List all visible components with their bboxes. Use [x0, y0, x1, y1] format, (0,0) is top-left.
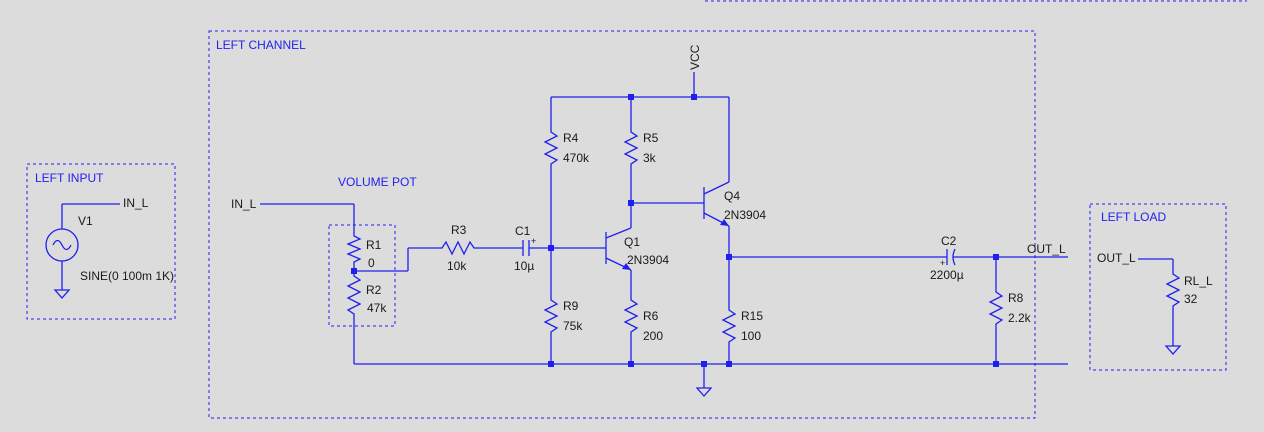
r8-name: R8: [1008, 291, 1024, 305]
rl-value: 32: [1184, 292, 1198, 306]
r1-value: 0: [368, 256, 375, 270]
c1-name: C1: [515, 224, 531, 238]
left-channel-label: LEFT CHANNEL: [216, 38, 306, 52]
svg-text:+: +: [940, 258, 945, 268]
left-channel-box: [208, 30, 1036, 419]
net-label-in-l-channel: IN_L: [231, 197, 257, 211]
ground-icon: [695, 387, 713, 397]
r4-name: R4: [563, 131, 579, 145]
left-load-box: [1089, 203, 1227, 371]
r5-name: R5: [643, 131, 659, 145]
r15-name: R15: [741, 309, 763, 323]
left-load-label: LEFT LOAD: [1101, 210, 1166, 224]
v1-value: SINE(0 100m 1K): [80, 269, 174, 283]
r3-value: 10k: [447, 259, 467, 273]
ground-icon: [1164, 345, 1182, 355]
volume-pot-box: [328, 224, 396, 327]
q4-name: Q4: [724, 189, 740, 203]
net-label-in-l-source: IN_L: [123, 196, 149, 210]
r5-value: 3k: [643, 151, 657, 165]
ground-icon: [53, 289, 71, 299]
net-label-out-l-load: OUT_L: [1097, 251, 1136, 265]
r2-value: 47k: [367, 301, 387, 315]
r6-value: 200: [643, 329, 663, 343]
volume-pot-label: VOLUME POT: [338, 175, 417, 189]
c1-value: 10µ: [514, 259, 534, 273]
r2-name: R2: [366, 283, 382, 297]
q1-name: Q1: [624, 235, 640, 249]
net-label-out-l-channel: OUT_L: [1027, 242, 1066, 256]
q4-value: 2N3904: [724, 208, 766, 222]
r1-name: R1: [366, 238, 382, 252]
junction-wiper: [351, 268, 357, 274]
r6-name: R6: [643, 309, 659, 323]
svg-text:+: +: [531, 236, 536, 246]
left-input-box: [26, 163, 176, 320]
r15-value: 100: [741, 329, 761, 343]
v1-name: V1: [78, 214, 93, 228]
amplifier-wiring: [354, 72, 1068, 397]
rl-name: RL_L: [1184, 274, 1213, 288]
r9-value: 75k: [563, 319, 583, 333]
input-wiring: [260, 203, 551, 364]
r9-name: R9: [563, 299, 579, 313]
r8-value: 2.2k: [1008, 311, 1032, 325]
q1-value: 2N3904: [627, 253, 669, 267]
r4-value: 470k: [563, 151, 590, 165]
left-input-label: LEFT INPUT: [35, 171, 104, 185]
r3-name: R3: [451, 223, 467, 237]
v1-source: [45, 203, 120, 299]
c2-name: C2: [941, 234, 957, 248]
c2-value: 2200µ: [930, 268, 964, 282]
net-label-vcc: VCC: [688, 44, 702, 70]
rl-load: [1138, 258, 1182, 355]
